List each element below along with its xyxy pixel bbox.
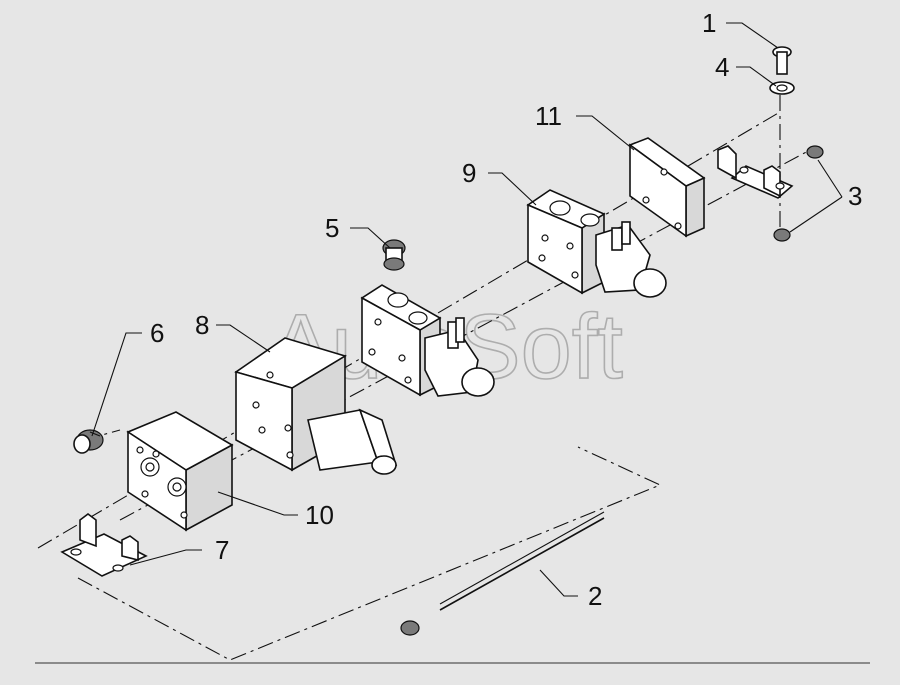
- part-4-washer: [769, 81, 795, 95]
- callout-9: 9: [462, 158, 476, 188]
- part-11-end-plate: [628, 137, 706, 238]
- part-9-solenoid-valve: [526, 189, 667, 298]
- part-5-fitting: [382, 239, 406, 271]
- callout-10: 10: [305, 500, 334, 530]
- callout-1: 1: [702, 8, 716, 38]
- callout-labels: 1 2 3 4 5 6 7 8 9 10 11: [150, 8, 862, 611]
- middle-solenoid-valve: [360, 284, 495, 397]
- callout-6: 6: [150, 318, 164, 348]
- part-10-valve-block: [126, 411, 234, 532]
- callout-4: 4: [715, 52, 729, 82]
- part-7-bracket: [60, 513, 148, 577]
- callout-5: 5: [325, 213, 339, 243]
- callout-2: 2: [588, 581, 602, 611]
- part-1-bolt: [772, 46, 792, 75]
- callout-8: 8: [195, 310, 209, 340]
- callout-3: 3: [848, 181, 862, 211]
- part-8-valve-block: [234, 337, 398, 475]
- leader-lines: [91, 22, 843, 597]
- callout-7: 7: [215, 535, 229, 565]
- right-bracket: [717, 145, 794, 199]
- part-2-tie-rod: [400, 511, 605, 636]
- callout-11: 11: [535, 101, 562, 131]
- part-3-nuts: [773, 145, 824, 242]
- part-6-plug: [73, 429, 104, 454]
